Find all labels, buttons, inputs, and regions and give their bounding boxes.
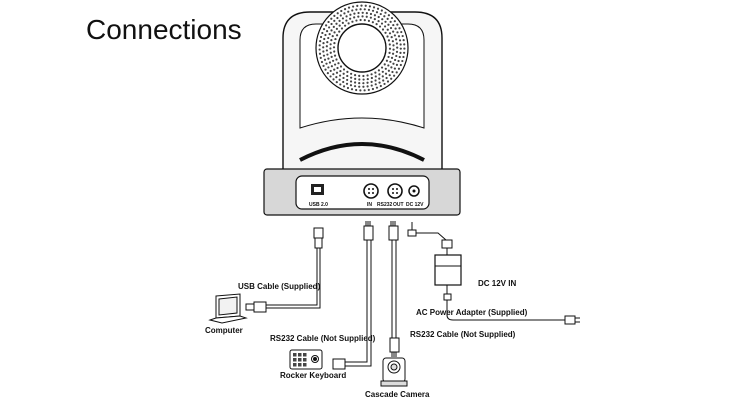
usb-cable xyxy=(245,227,324,313)
cables xyxy=(245,221,580,370)
dc-port-label: DC 12V xyxy=(406,202,424,208)
rs232-cable-out-label: RS232 Cable (Not Supplied) xyxy=(410,330,516,339)
ptz-camera xyxy=(282,1,443,171)
camera-base: USB 2.0 IN RS232 OUT DC 12V xyxy=(263,168,461,216)
computer-label: Computer xyxy=(205,326,243,335)
rs232-out-cable xyxy=(388,221,400,357)
usb-cable-label: USB Cable (Supplied) xyxy=(238,282,321,291)
page-title: Connections xyxy=(86,14,242,45)
rs232-out-port xyxy=(387,183,403,199)
power-adapter xyxy=(434,254,462,286)
cascade-camera-device xyxy=(380,357,408,387)
rs232-in-cable xyxy=(332,221,374,370)
rs232-cable-in-label: RS232 Cable (Not Supplied) xyxy=(270,334,376,343)
dc-cable xyxy=(407,222,580,325)
rs232-port-label: RS232 xyxy=(377,202,393,208)
cascade-camera-label: Cascade Camera xyxy=(365,390,430,399)
rocker-keyboard-device xyxy=(289,349,323,370)
rs232-in-port xyxy=(363,183,379,199)
dc-in-label: DC 12V IN xyxy=(478,279,517,288)
rocker-keyboard-label: Rocker Keyboard xyxy=(280,371,347,380)
laptop xyxy=(208,293,248,324)
ac-adapter-label: AC Power Adapter (Supplied) xyxy=(416,308,528,317)
out-port-label: OUT xyxy=(393,202,404,208)
usb-port-label: USB 2.0 xyxy=(309,202,328,208)
lens-ring-dots xyxy=(318,4,406,92)
in-port-label: IN xyxy=(367,202,372,208)
